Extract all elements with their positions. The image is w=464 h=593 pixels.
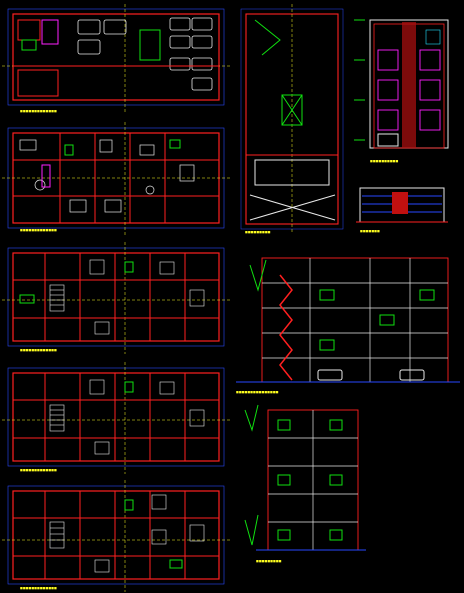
floor-plan-level-1: ■■■■■■■■■■■■■ [2, 4, 230, 113]
svg-text:■■■■■■■■■■■■■: ■■■■■■■■■■■■■ [20, 348, 57, 352]
svg-text:■■■■■■■■■■■■■: ■■■■■■■■■■■■■ [20, 228, 57, 232]
fence-elevation: ■■■■■■■ [356, 187, 448, 233]
svg-text:■■■■■■■■■■■■■: ■■■■■■■■■■■■■ [20, 468, 57, 472]
floor-plan-level-3: ■■■■■■■■■■■■■ [2, 242, 230, 354]
cross-section: ■■■■■■■■■ [244, 404, 366, 563]
svg-text:■■■■■■■■■: ■■■■■■■■■ [245, 230, 271, 234]
svg-text:■■■■■■■■■■■■■: ■■■■■■■■■■■■■ [20, 109, 57, 113]
roof-plan: ■■■■■■■■■ [240, 4, 344, 234]
longitudinal-section: ■■■■■■■■■■■■■■■ [236, 257, 460, 394]
svg-text:■■■■■■■■■■■■■: ■■■■■■■■■■■■■ [20, 586, 57, 590]
floor-plan-level-4: ■■■■■■■■■■■■■ [2, 362, 230, 474]
floor-plan-level-5: ■■■■■■■■■■■■■ [2, 480, 230, 592]
floor-plan-level-2: ■■■■■■■■■■■■■ [2, 122, 230, 236]
front-elevation: ■■■■■■■■■■ [354, 19, 449, 163]
svg-text:■■■■■■■■■■: ■■■■■■■■■■ [370, 159, 399, 163]
svg-text:■■■■■■■: ■■■■■■■ [360, 229, 380, 233]
svg-text:■■■■■■■■■: ■■■■■■■■■ [256, 559, 282, 563]
svg-text:■■■■■■■■■■■■■■■: ■■■■■■■■■■■■■■■ [236, 390, 279, 394]
